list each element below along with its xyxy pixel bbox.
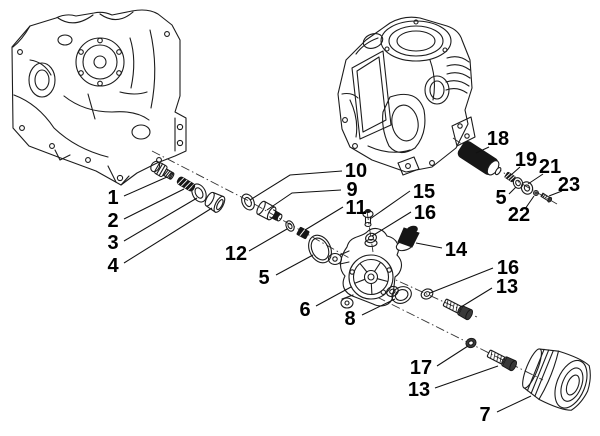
part-14-breather-plug (395, 225, 420, 252)
callout-23-label-5: 5 (495, 187, 506, 209)
part-6-oil-pump-body (327, 227, 403, 309)
callout-6-label-11: 11 (345, 197, 366, 219)
callout-17-leader-13 (434, 365, 499, 389)
part-11-bushing (296, 226, 310, 240)
callout-4-leader-10 (249, 170, 343, 201)
callout-15-leader-13 (460, 287, 493, 308)
part-22-washer (533, 190, 539, 196)
callout-9-leader-15 (369, 190, 411, 220)
callout-22-label-23: 23 (558, 174, 580, 196)
callout-0-leader-1 (123, 176, 168, 197)
callout-8-leader-5 (275, 254, 314, 276)
center-axis-left (151, 150, 352, 260)
callout-6-leader-11 (304, 206, 344, 231)
callout-20-leader-19 (510, 166, 521, 176)
part-23-screw (540, 192, 553, 203)
callout-19-leader-18 (475, 146, 490, 154)
part-5-ring-right (512, 177, 524, 189)
callout-2-leader-3 (123, 197, 198, 242)
part-2-spring (176, 176, 196, 192)
callout-13-leader-8 (361, 298, 396, 316)
part-12-washer (285, 220, 295, 232)
callout-24-label-22: 22 (508, 204, 530, 226)
callout-4-label-10: 10 (345, 160, 367, 182)
callout-14-label-16: 16 (497, 257, 519, 279)
callout-13-label-8: 8 (344, 308, 355, 330)
callout-11-leader-14 (415, 242, 443, 249)
part-13-bolt-lower (486, 349, 517, 372)
callout-21-label-21: 21 (539, 156, 561, 178)
callout-0-label-1: 1 (107, 187, 118, 209)
part-7-oil-filter (522, 348, 591, 411)
callout-10-leader-16 (371, 211, 412, 237)
part-3-washer (191, 183, 207, 203)
part-15-relief-valve (362, 209, 374, 228)
callout-16-label-17: 17 (410, 357, 432, 379)
callout-17-label-13: 13 (408, 379, 430, 401)
callout-7-label-12: 12 (225, 243, 247, 265)
callout-16-leader-17 (436, 345, 469, 367)
callout-9-label-15: 15 (413, 181, 435, 203)
part-21-nut (520, 181, 534, 195)
left-engine-block (11, 9, 187, 186)
part-9-valve-body (256, 200, 283, 222)
callout-12-label-6: 6 (299, 299, 310, 321)
part-16-nut-upper (365, 232, 377, 244)
part-8-plug (386, 285, 412, 304)
callout-18-leader-7 (496, 395, 532, 413)
callout-22-leader-23 (548, 190, 563, 197)
callout-1-label-2: 2 (107, 210, 118, 232)
callout-3-label-4: 4 (107, 255, 119, 277)
callout-18-label-7: 7 (479, 404, 490, 426)
callout-8-label-5: 5 (258, 267, 269, 289)
callout-23-leader-5 (508, 186, 517, 195)
callout-5-label-9: 9 (346, 179, 357, 201)
callout-1-leader-2 (123, 188, 185, 220)
callout-12-leader-6 (315, 286, 352, 307)
callout-7-leader-12 (248, 228, 288, 252)
callout-11-label-14: 14 (445, 239, 468, 261)
callout-20-label-19: 19 (515, 149, 537, 171)
part-5-oring-left (308, 234, 332, 264)
callout-3-leader-4 (123, 207, 213, 264)
callout-2-label-3: 3 (107, 232, 118, 254)
callout-10-label-16: 16 (414, 202, 436, 224)
callout-5-leader-9 (266, 189, 342, 211)
part-18-filter-cartridge (457, 140, 502, 176)
callout-14-leader-16 (429, 267, 494, 294)
right-engine-block (337, 16, 476, 176)
part-17-washer (465, 337, 477, 349)
callout-19-label-18: 18 (487, 128, 509, 150)
part-10-washer (241, 193, 255, 211)
callout-21-leader-21 (527, 173, 544, 185)
callout-24-leader-22 (524, 195, 535, 210)
callout-15-label-13: 13 (496, 276, 518, 298)
part-13-bolt-upper (442, 298, 473, 321)
